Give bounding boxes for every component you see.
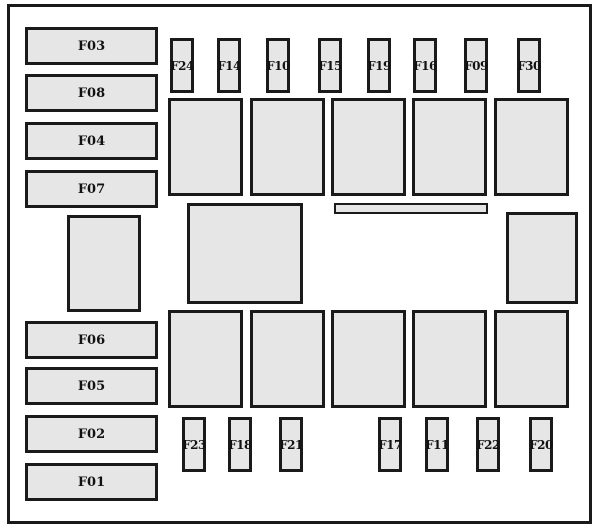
fuse-f30[interactable]: F30 xyxy=(517,38,541,93)
fuse-f10[interactable]: F10 xyxy=(266,38,290,93)
relay-upper-2[interactable] xyxy=(250,98,325,196)
fuse-f17[interactable]: F17 xyxy=(378,417,402,472)
relay-left-middle[interactable] xyxy=(67,215,141,312)
fuse-f01[interactable]: F01 xyxy=(25,463,158,501)
fuse-f20[interactable]: F20 xyxy=(529,417,553,472)
relay-lower-3[interactable] xyxy=(331,310,406,408)
connector-strip xyxy=(334,203,488,214)
fuse-f15[interactable]: F15 xyxy=(318,38,342,93)
fuse-f11[interactable]: F11 xyxy=(425,417,449,472)
fuse-f18[interactable]: F18 xyxy=(228,417,252,472)
relay-lower-5[interactable] xyxy=(494,310,569,408)
relay-lower-1[interactable] xyxy=(168,310,243,408)
fuse-f24[interactable]: F24 xyxy=(170,38,194,93)
relay-upper-1[interactable] xyxy=(168,98,243,196)
fuse-f06[interactable]: F06 xyxy=(25,321,158,359)
fuse-f03[interactable]: F03 xyxy=(25,27,158,65)
relay-lower-4[interactable] xyxy=(412,310,487,408)
fuse-f02[interactable]: F02 xyxy=(25,415,158,453)
relay-upper-5[interactable] xyxy=(494,98,569,196)
fuse-f07[interactable]: F07 xyxy=(25,170,158,208)
relay-upper-4[interactable] xyxy=(412,98,487,196)
relay-lower-2[interactable] xyxy=(250,310,325,408)
relay-large-center[interactable] xyxy=(187,203,303,304)
fuse-f23[interactable]: F23 xyxy=(182,417,206,472)
fuse-f22[interactable]: F22 xyxy=(476,417,500,472)
fuse-f14[interactable]: F14 xyxy=(217,38,241,93)
fuse-f09[interactable]: F09 xyxy=(464,38,488,93)
fuse-f19[interactable]: F19 xyxy=(367,38,391,93)
fuse-f05[interactable]: F05 xyxy=(25,367,158,405)
relay-upper-3[interactable] xyxy=(331,98,406,196)
fuse-f04[interactable]: F04 xyxy=(25,122,158,160)
relay-right-middle[interactable] xyxy=(506,212,578,304)
fuse-f21[interactable]: F21 xyxy=(279,417,303,472)
fuse-f08[interactable]: F08 xyxy=(25,74,158,112)
fuse-f16[interactable]: F16 xyxy=(413,38,437,93)
